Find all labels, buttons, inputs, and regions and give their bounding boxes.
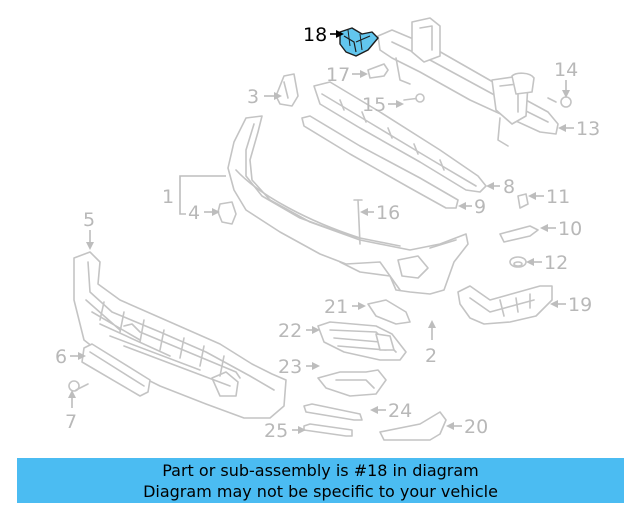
caption-line-2: Diagram may not be specific to your vehi… [143,482,498,501]
callout-19: 19 [568,294,592,316]
grille-insert-22-part [317,321,407,361]
pin-16-part [353,199,363,245]
callout-12: 12 [544,252,568,274]
callout-2: 2 [425,345,437,367]
insert-23-part [317,369,387,397]
callout-15: 15 [362,94,386,116]
bracket-17-part [367,63,389,79]
callout-14: 14 [554,59,578,81]
trim-25-part [303,423,353,437]
bracket-3-part [275,73,299,107]
callout-13: 13 [576,118,600,140]
callout-10: 10 [558,218,582,240]
callout-23: 23 [278,356,302,378]
upper-carrier-part [313,81,487,193]
callout-17: 17 [326,64,350,86]
bolt-14-part [547,96,572,108]
callout-1: 1 [162,186,174,208]
callout-21: 21 [324,296,348,318]
callout-5: 5 [83,209,95,231]
lower-grille-part [73,251,287,419]
callout-16: 16 [376,202,400,224]
callout-24: 24 [388,400,412,422]
plate-bracket-part [81,343,151,397]
trim-10-part [499,225,539,243]
callout-11: 11 [546,186,570,208]
callout-18: 18 [303,24,327,46]
callout-8: 8 [503,176,515,198]
leader-lines [68,30,574,434]
caption-banner: Part or sub-assembly is #18 in diagram D… [17,458,624,503]
callout-6: 6 [55,346,67,368]
bezel-21-part [367,299,411,325]
clip-11-part [517,193,529,209]
lower-trim-20-part [379,411,447,441]
impact-bar-part [377,17,559,147]
callout-25: 25 [264,420,288,442]
callout-labels: 1 2 3 4 5 6 7 8 9 10 11 12 13 14 15 16 1… [55,24,600,442]
parts-diagram: 1 2 3 4 5 6 7 8 9 10 11 12 13 14 15 16 1… [55,17,600,442]
side-bracket-part [457,285,553,325]
trim-24-part [303,403,363,421]
callout-3: 3 [247,86,259,108]
clip-4-part [217,201,237,225]
absorber-part [301,115,459,209]
bumper-cover-part [227,115,469,295]
callout-4: 4 [188,202,200,224]
screw-7-part [68,380,89,392]
callout-22: 22 [278,320,302,342]
highlighted-part-18 [339,27,379,57]
caption-line-1: Part or sub-assembly is #18 in diagram [162,461,479,480]
callout-7: 7 [65,411,77,433]
grommet-12-part [509,256,527,268]
callout-20: 20 [464,416,488,438]
screw-15-part [403,93,425,103]
callout-9: 9 [474,196,486,218]
